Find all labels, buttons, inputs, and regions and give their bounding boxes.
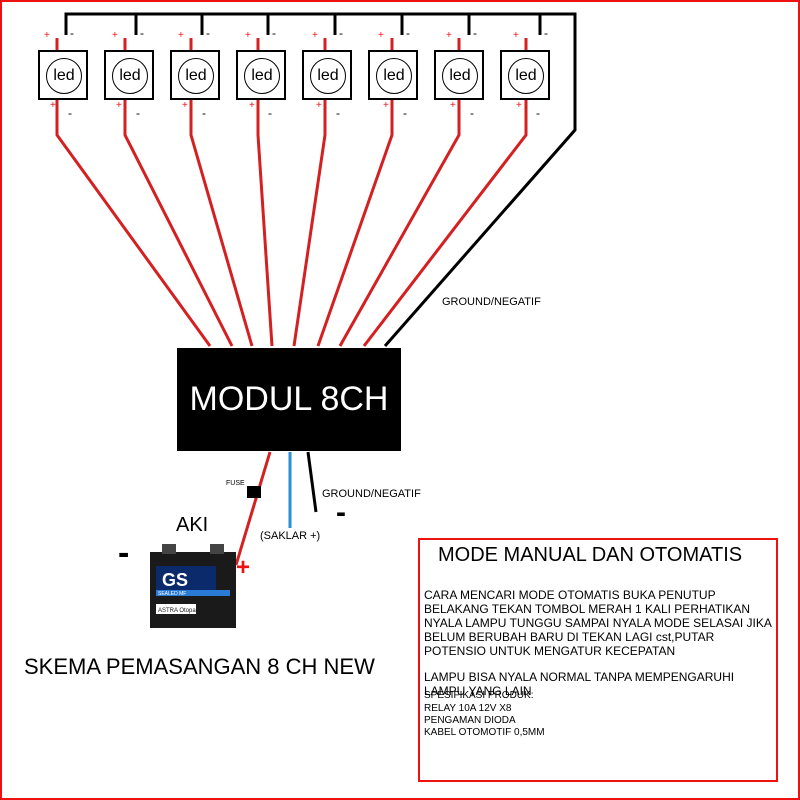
led-minus: - — [544, 26, 548, 40]
led-8: led — [500, 50, 550, 100]
ground-minus-sign: - — [336, 496, 346, 529]
led-minus: - — [272, 26, 276, 40]
ground-label-top: GROUND/NEGATIF — [442, 296, 541, 308]
battery-minus-sign: - — [118, 534, 130, 572]
spec-title: SPESIFIKASI PRODUK: — [424, 690, 534, 701]
ground-label-bottom: GROUND/NEGATIF — [322, 488, 421, 500]
led-label: led — [178, 58, 214, 94]
led-minus: - — [202, 106, 206, 120]
battery-brand: GS — [162, 570, 188, 590]
battery-plus-sign: + — [236, 554, 251, 581]
fuse — [247, 486, 261, 498]
info-paragraph-2: LAMPU BISA NYALA NORMAL TANPA MEMPENGARU… — [424, 670, 735, 698]
led-label: led — [442, 58, 478, 94]
spec-item: RELAY 10A 12V X8 — [424, 703, 512, 714]
led-minus: - — [70, 26, 74, 40]
led-minus: - — [339, 26, 343, 40]
page-title: SKEMA PEMASANGAN 8 CH NEW — [24, 654, 375, 679]
led-2: led — [104, 50, 154, 100]
led-plus: + — [178, 30, 184, 41]
led-plus: + — [378, 30, 384, 41]
led-minus: - — [136, 106, 140, 120]
led-3: led — [170, 50, 220, 100]
info-heading: MODE MANUAL DAN OTOMATIS — [438, 544, 743, 566]
led-minus: - — [206, 26, 210, 40]
led-plus: + — [112, 30, 118, 41]
led-label: led — [376, 58, 412, 94]
info-paragraph-1: CARA MENCARI MODE OTOMATIS BUKA PENUTUP … — [424, 588, 772, 658]
led-label: led — [310, 58, 346, 94]
fuse-label: FUSE — [226, 480, 245, 487]
module-8ch: MODUL 8CH — [177, 348, 401, 451]
power-wire — [234, 451, 272, 566]
led-label: led — [112, 58, 148, 94]
led-plus: + — [513, 30, 519, 41]
ground-bus — [64, 12, 577, 347]
led-7: led — [434, 50, 484, 100]
led-plus: + — [516, 100, 522, 111]
saklar-label: (SAKLAR +) — [260, 530, 321, 542]
led-minus: - — [268, 106, 272, 120]
info-box: MODE MANUAL DAN OTOMATIS CARA MENCARI MO… — [418, 538, 778, 782]
led-label: led — [46, 58, 82, 94]
led-plus: + — [50, 100, 56, 111]
led-label: led — [244, 58, 280, 94]
led-plus: + — [316, 100, 322, 111]
led-minus: - — [470, 106, 474, 120]
led-plus: + — [312, 30, 318, 41]
led-minus: - — [336, 106, 340, 120]
led-minus: - — [406, 26, 410, 40]
led-6: led — [368, 50, 418, 100]
module-label: MODUL 8CH — [189, 380, 389, 418]
battery-sub: ASTRA Otoparts — [158, 608, 202, 614]
spec-item: PENGAMAN DIODA — [424, 715, 516, 726]
led-plus: + — [182, 100, 188, 111]
led-plus: + — [446, 30, 452, 41]
led-minus: - — [473, 26, 477, 40]
ground-wire — [306, 451, 318, 513]
led-plus: + — [245, 30, 251, 41]
led-plus: + — [44, 30, 50, 41]
led-plus: + — [383, 100, 389, 111]
led-label: led — [508, 58, 544, 94]
led-5: led — [302, 50, 352, 100]
led-minus: - — [68, 106, 72, 120]
led-4: led — [236, 50, 286, 100]
aki-label: AKI — [176, 514, 209, 536]
spec-item: KABEL OTOMOTIF 0,5MM — [424, 727, 545, 738]
led-plus: + — [116, 100, 122, 111]
led-minus: - — [536, 106, 540, 120]
led-wires — [55, 38, 528, 347]
battery-band: SEALED MF — [158, 591, 186, 597]
led-minus: - — [403, 106, 407, 120]
led-minus: - — [140, 26, 144, 40]
led-1: led — [38, 50, 88, 100]
led-plus: + — [249, 100, 255, 111]
led-plus: + — [450, 100, 456, 111]
battery: GS SEALED MF ASTRA Otoparts — [150, 544, 240, 628]
